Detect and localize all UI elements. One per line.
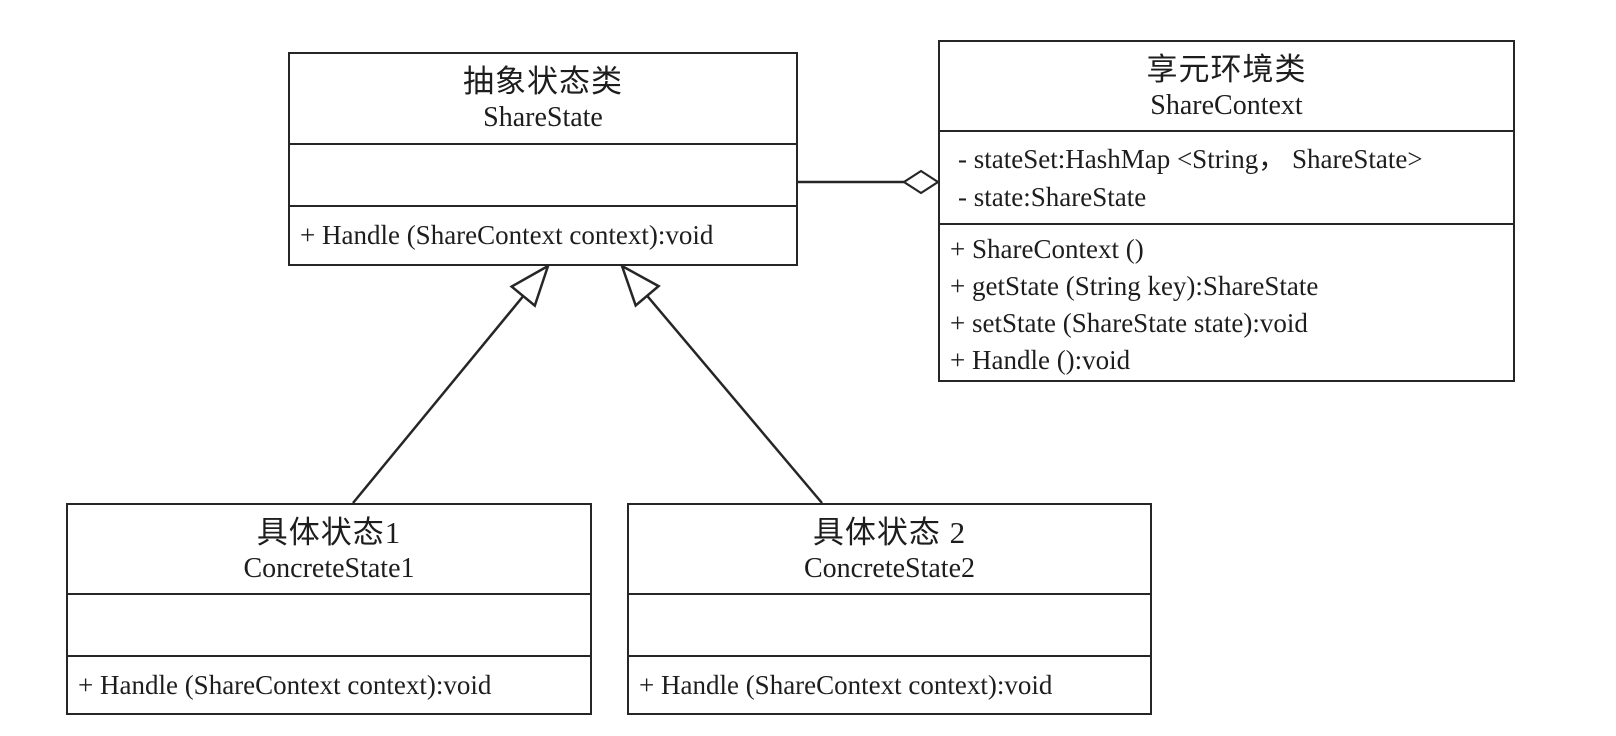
method-line: + Handle (ShareContext context):void bbox=[639, 669, 1053, 700]
method-line: + Handle ():void bbox=[950, 345, 1131, 375]
class-name-cn: 抽象状态类 bbox=[463, 64, 623, 99]
class-box-sharestate: 抽象状态类 ShareState + Handle (ShareContext … bbox=[288, 52, 798, 266]
method-line: + getState (String key):ShareState bbox=[950, 271, 1319, 301]
class-title-sharecontext: 享元环境类 ShareContext bbox=[940, 42, 1513, 130]
class-title-concretestate2: 具体状态 2 ConcreteState2 bbox=[629, 505, 1150, 593]
class-name-cn: 具体状态 2 bbox=[812, 514, 967, 550]
method-line: + Handle (ShareContext context):void bbox=[300, 220, 714, 250]
class-box-concretestate1: 具体状态1 ConcreteState1 + Handle (ShareCont… bbox=[66, 503, 592, 715]
method-line: + ShareContext () bbox=[950, 234, 1144, 264]
class-name-en: ConcreteState2 bbox=[803, 552, 976, 584]
class-methods-sharestate: + Handle (ShareContext context):void bbox=[290, 205, 796, 264]
class-name-en: ShareState bbox=[483, 102, 603, 133]
class-attributes-sharecontext: - stateSet:HashMap <String， ShareState> … bbox=[940, 130, 1513, 223]
class-methods-sharecontext: + ShareContext () + getState (String key… bbox=[940, 223, 1513, 380]
class-attributes-concretestate1 bbox=[68, 593, 590, 655]
method-line: + setState (ShareState state):void bbox=[950, 308, 1308, 338]
generalization-line-1 bbox=[352, 263, 551, 504]
class-title-concretestate1: 具体状态1 ConcreteState1 bbox=[68, 505, 590, 593]
class-methods-concretestate2: + Handle (ShareContext context):void bbox=[629, 655, 1150, 713]
attribute-line: - state:ShareState bbox=[958, 182, 1147, 212]
method-line: + Handle (ShareContext context):void bbox=[78, 669, 492, 700]
class-name-cn: 具体状态1 bbox=[256, 514, 402, 550]
generalization-line-2 bbox=[619, 263, 823, 504]
class-box-concretestate2: 具体状态 2 ConcreteState2 + Handle (ShareCon… bbox=[627, 503, 1152, 715]
class-name-cn: 享元环境类 bbox=[1146, 51, 1307, 87]
class-name-en: ShareContext bbox=[1150, 89, 1303, 121]
class-methods-concretestate1: + Handle (ShareContext context):void bbox=[68, 655, 590, 713]
class-attributes-concretestate2 bbox=[629, 593, 1150, 655]
class-box-sharecontext: 享元环境类 ShareContext - stateSet:HashMap <S… bbox=[938, 40, 1515, 382]
class-title-sharestate: 抽象状态类 ShareState bbox=[290, 54, 796, 143]
class-attributes-sharestate bbox=[290, 143, 796, 205]
class-name-en: ConcreteState1 bbox=[243, 552, 415, 584]
attribute-line: - stateSet:HashMap <String， ShareState> bbox=[958, 144, 1423, 174]
